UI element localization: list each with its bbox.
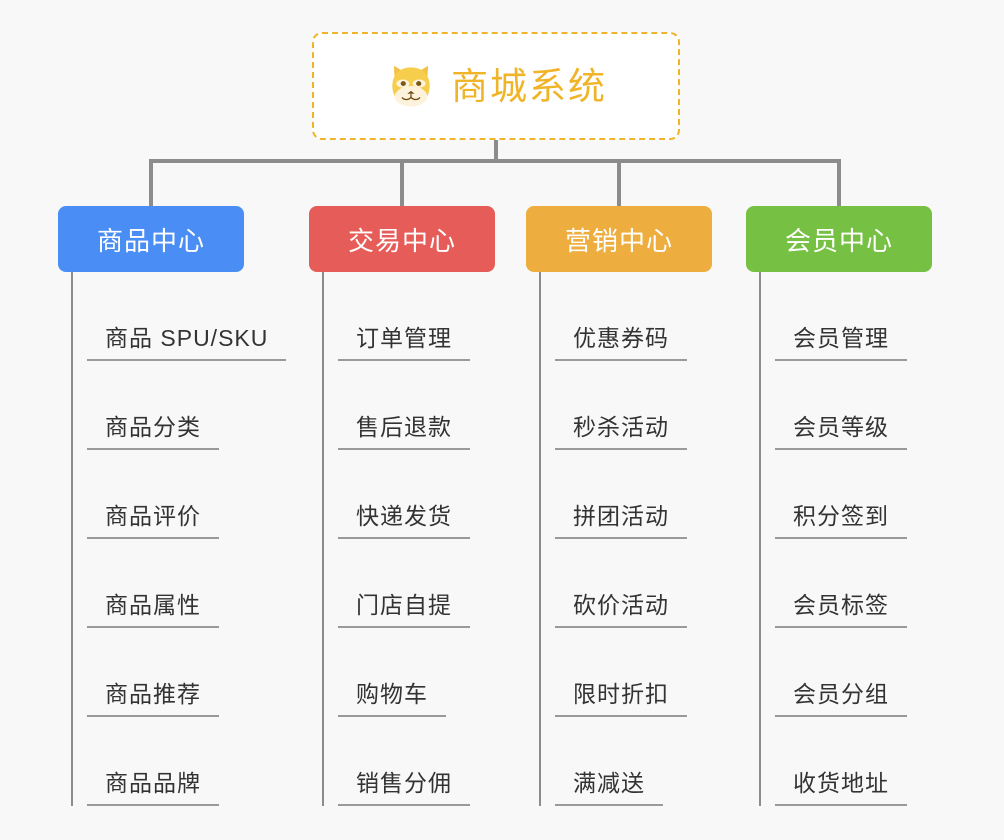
leaf-label: 收货地址 <box>775 764 907 806</box>
list-item[interactable]: 拼团活动 <box>555 450 712 539</box>
connector-drop-branch-1 <box>400 159 404 206</box>
list-item[interactable]: 商品评价 <box>87 450 244 539</box>
branch-header-label: 商品中心 <box>96 225 205 256</box>
leaf-list-product: 商品 SPU/SKU 商品分类 商品评价 商品属性 商品推荐 商品品牌 <box>71 272 287 806</box>
leaf-label: 积分签到 <box>775 497 907 539</box>
branch-column-member: 会员中心 会员管理 会员等级 积分签到 会员标签 会员分组 收货地址 <box>746 206 932 806</box>
list-item[interactable]: 快递发货 <box>338 450 495 539</box>
list-item[interactable]: 商品 SPU/SKU <box>87 272 287 361</box>
list-item[interactable]: 满减送 <box>555 717 712 806</box>
leaf-label: 销售分佣 <box>338 764 470 806</box>
leaf-list-member: 会员管理 会员等级 积分签到 会员标签 会员分组 收货地址 <box>759 272 932 806</box>
connector-drop-branch-3 <box>837 159 841 206</box>
leaf-label: 商品 SPU/SKU <box>87 319 287 361</box>
root-title: 商城系统 <box>451 65 607 107</box>
list-item[interactable]: 砍价活动 <box>555 539 712 628</box>
leaf-label: 商品属性 <box>87 586 219 628</box>
list-item[interactable]: 门店自提 <box>338 539 495 628</box>
leaf-label: 商品品牌 <box>87 764 219 806</box>
leaf-label: 商品评价 <box>87 497 219 539</box>
leaf-label: 拼团活动 <box>555 497 687 539</box>
list-item[interactable]: 商品品牌 <box>87 717 244 806</box>
list-item[interactable]: 订单管理 <box>338 272 495 361</box>
branch-column-marketing: 营销中心 优惠券码 秒杀活动 拼团活动 砍价活动 限时折扣 满减送 <box>526 206 712 806</box>
branch-header-label: 营销中心 <box>564 225 673 256</box>
leaf-label: 优惠券码 <box>555 319 687 361</box>
list-item[interactable]: 秒杀活动 <box>555 361 712 450</box>
leaf-label: 购物车 <box>338 675 446 717</box>
list-item[interactable]: 销售分佣 <box>338 717 495 806</box>
branch-header-label: 会员中心 <box>784 225 893 256</box>
list-item[interactable]: 会员等级 <box>775 361 932 450</box>
list-item[interactable]: 购物车 <box>338 628 495 717</box>
list-item[interactable]: 商品分类 <box>87 361 244 450</box>
leaf-label: 商品分类 <box>87 408 219 450</box>
list-item[interactable]: 收货地址 <box>775 717 932 806</box>
list-item[interactable]: 售后退款 <box>338 361 495 450</box>
branch-header-trade[interactable]: 交易中心 <box>309 206 495 272</box>
branch-column-trade: 交易中心 订单管理 售后退款 快递发货 门店自提 购物车 销售分佣 <box>309 206 495 806</box>
list-item[interactable]: 会员标签 <box>775 539 932 628</box>
leaf-label: 会员分组 <box>775 675 907 717</box>
leaf-label: 订单管理 <box>338 319 470 361</box>
list-item[interactable]: 会员分组 <box>775 628 932 717</box>
branch-header-marketing[interactable]: 营销中心 <box>526 206 712 272</box>
connector-drop-branch-2 <box>617 159 621 206</box>
list-item[interactable]: 限时折扣 <box>555 628 712 717</box>
leaf-label: 限时折扣 <box>555 675 687 717</box>
shiba-inu-dog-face-icon <box>392 65 430 107</box>
branch-header-member[interactable]: 会员中心 <box>746 206 932 272</box>
list-item[interactable]: 优惠券码 <box>555 272 712 361</box>
leaf-label: 快递发货 <box>338 497 470 539</box>
leaf-label: 秒杀活动 <box>555 408 687 450</box>
leaf-label: 会员标签 <box>775 586 907 628</box>
branch-header-product[interactable]: 商品中心 <box>58 206 244 272</box>
leaf-label: 会员管理 <box>775 319 907 361</box>
leaf-label: 满减送 <box>555 764 663 806</box>
branch-header-label: 交易中心 <box>347 225 456 256</box>
connector-root-stem <box>494 140 498 162</box>
list-item[interactable]: 会员管理 <box>775 272 932 361</box>
list-item[interactable]: 商品属性 <box>87 539 244 628</box>
leaf-list-marketing: 优惠券码 秒杀活动 拼团活动 砍价活动 限时折扣 满减送 <box>539 272 712 806</box>
leaf-label: 商品推荐 <box>87 675 219 717</box>
leaf-label: 砍价活动 <box>555 586 687 628</box>
leaf-label: 售后退款 <box>338 408 470 450</box>
branch-column-product: 商品中心 商品 SPU/SKU 商品分类 商品评价 商品属性 商品推荐 商品品牌 <box>58 206 287 806</box>
list-item[interactable]: 积分签到 <box>775 450 932 539</box>
leaf-label: 门店自提 <box>338 586 470 628</box>
connector-horizontal-bus <box>149 159 841 163</box>
list-item[interactable]: 商品推荐 <box>87 628 244 717</box>
root-node[interactable]: 商城系统 <box>312 32 680 140</box>
connector-drop-branch-0 <box>149 159 153 206</box>
leaf-list-trade: 订单管理 售后退款 快递发货 门店自提 购物车 销售分佣 <box>322 272 495 806</box>
leaf-label: 会员等级 <box>775 408 907 450</box>
